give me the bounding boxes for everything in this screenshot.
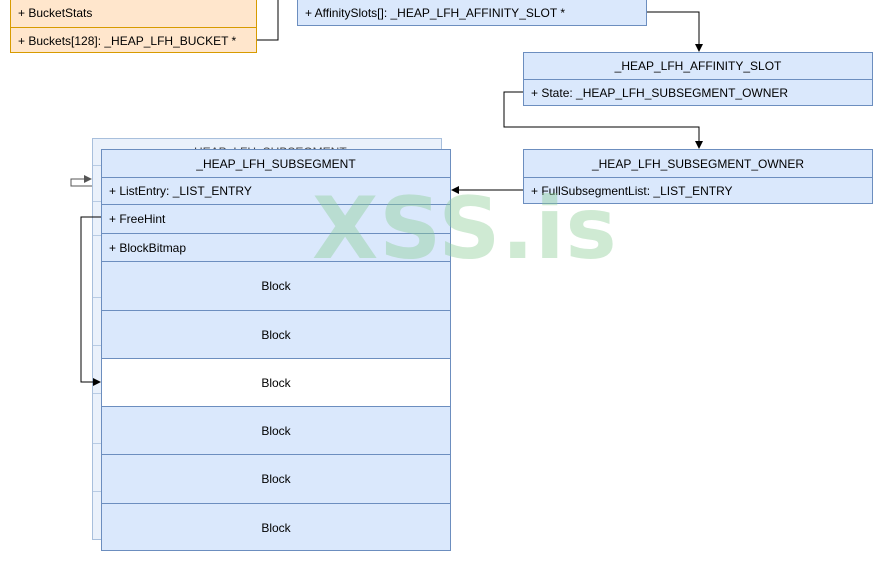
- subsegment-title: _HEAP_LFH_SUBSEGMENT: [196, 156, 356, 171]
- buckets-connector: [257, 0, 279, 41]
- block-6: Block: [102, 503, 450, 551]
- block-2: Block: [102, 310, 450, 358]
- affinity-slots-connector: [647, 11, 703, 52]
- affinity-slots-box: + AffinitySlots[]: _HEAP_LFH_AFFINITY_SL…: [297, 0, 647, 26]
- subsegment-owner-title: _HEAP_LFH_SUBSEGMENT_OWNER: [591, 156, 805, 171]
- lfh-context-bucket-box: + BucketStats + Buckets[128]: _HEAP_LFH_…: [10, 0, 257, 53]
- free-hint-field: + FreeHint: [102, 204, 450, 233]
- shadow-list-entry-connector: [70, 175, 92, 187]
- affinity-slots-field: + AffinitySlots[]: _HEAP_LFH_AFFINITY_SL…: [305, 5, 565, 20]
- subsegment-class: _HEAP_LFH_SUBSEGMENT + ListEntry: _LIST_…: [101, 149, 451, 551]
- subsegment-owner-class: _HEAP_LFH_SUBSEGMENT_OWNER + FullSubsegm…: [523, 149, 873, 204]
- bucket-stats-field: + BucketStats: [18, 6, 93, 20]
- block-1: Block: [102, 261, 450, 310]
- block-5: Block: [102, 454, 450, 503]
- block-3-free: Block: [102, 358, 450, 406]
- full-subsegment-list-field: + FullSubsegmentList: _LIST_ENTRY: [524, 177, 872, 204]
- list-entry-field: + ListEntry: _LIST_ENTRY: [102, 177, 450, 204]
- buckets-field: + Buckets[128]: _HEAP_LFH_BUCKET *: [11, 27, 256, 53]
- affinity-slot-state-field: + State: _HEAP_LFH_SUBSEGMENT_OWNER: [524, 79, 872, 106]
- affinity-slot-class: _HEAP_LFH_AFFINITY_SLOT + State: _HEAP_L…: [523, 52, 873, 106]
- affinity-slot-title: _HEAP_LFH_AFFINITY_SLOT: [614, 59, 782, 73]
- watermark: XSS.is: [312, 179, 618, 279]
- block-bitmap-field: + BlockBitmap: [102, 233, 450, 261]
- block-4: Block: [102, 406, 450, 454]
